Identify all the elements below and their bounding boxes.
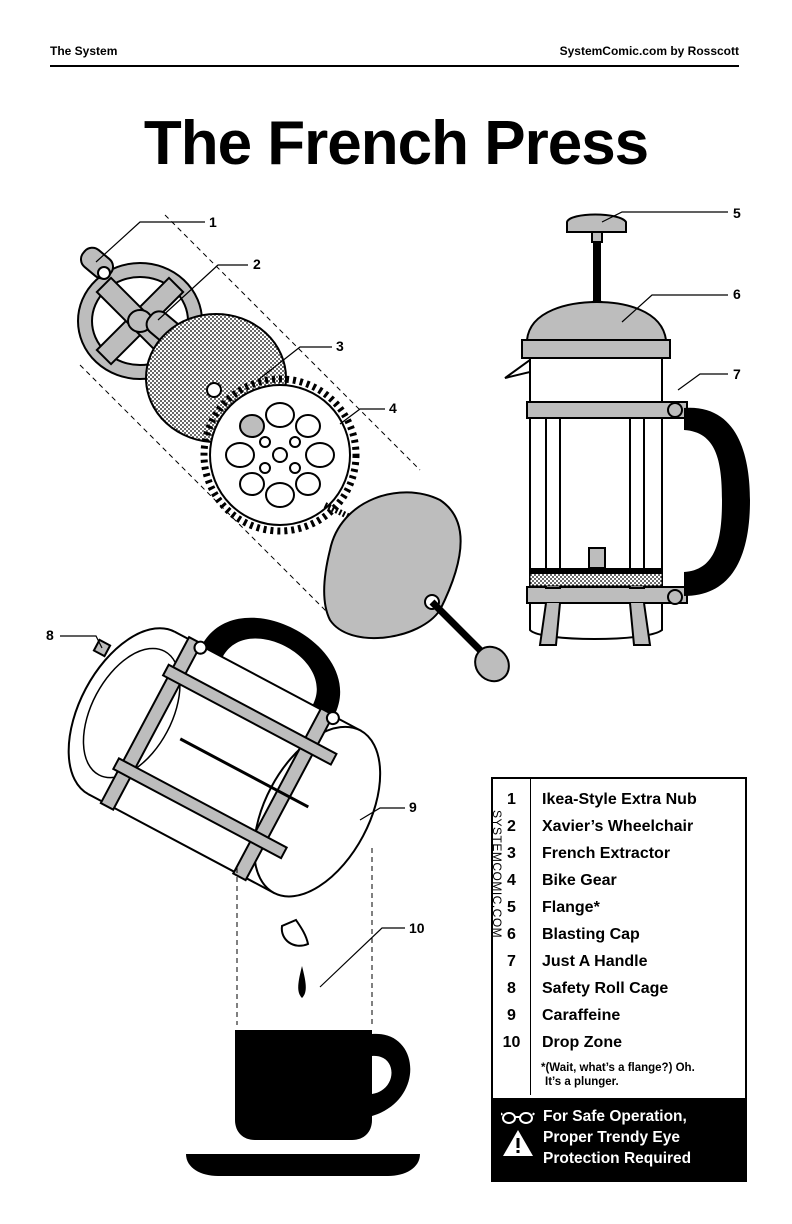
- legend-footnote: *(Wait, what’s a flange?) Oh. It’s a plu…: [541, 1061, 695, 1089]
- callout-10: 10: [409, 920, 425, 936]
- assembled-press: [504, 213, 750, 646]
- legend-label: Flange*: [542, 899, 600, 916]
- legend-num: 2: [507, 818, 516, 835]
- header-right: SystemComic.com by Rosscott: [559, 44, 739, 58]
- legend-row: 5 Flange*: [493, 895, 747, 922]
- callout-3: 3: [336, 338, 344, 354]
- legend-label: Bike Gear: [542, 872, 617, 889]
- legend-num: 8: [507, 980, 516, 997]
- warning-line-2: Proper Trendy Eye: [543, 1129, 680, 1146]
- callout-2: 2: [253, 256, 261, 272]
- warning-line-1: For Safe Operation,: [543, 1108, 687, 1125]
- legend-label: French Extractor: [542, 845, 671, 862]
- legend-row: 8 Safety Roll Cage: [493, 976, 747, 1003]
- callout-4: 4: [389, 400, 397, 416]
- page-title: The French Press: [143, 109, 649, 178]
- safety-warning: For Safe Operation, Proper Trendy Eye Pr…: [493, 1098, 745, 1180]
- legend-row: 3 French Extractor: [493, 841, 747, 868]
- legend-label: Safety Roll Cage: [542, 980, 669, 997]
- header-left: The System: [50, 44, 118, 58]
- footnote-line-1: *(Wait, what’s a flange?) Oh.: [541, 1062, 695, 1074]
- warning-icons: [501, 1112, 535, 1156]
- legend-num: 7: [507, 953, 516, 970]
- legend-num: 1: [507, 791, 516, 808]
- legend-num: 6: [507, 926, 516, 943]
- coffee-cup: [186, 1030, 420, 1176]
- legend-row: 9 Caraffeine: [493, 1003, 747, 1030]
- legend-label: Blasting Cap: [542, 926, 640, 943]
- legend-num: 4: [507, 872, 516, 889]
- warning-text: For Safe Operation, Proper Trendy Eye Pr…: [543, 1106, 691, 1169]
- legend-num: 3: [507, 845, 516, 862]
- callout-leaders: [60, 211, 728, 988]
- side-text: SYSTEMCOMIC.COM: [490, 810, 504, 939]
- legend-label: Drop Zone: [542, 1034, 622, 1051]
- callout-numbers: 1 2 3 4 5 6 7 8 9 10: [46, 205, 741, 936]
- gear-part: [200, 375, 360, 535]
- legend-num: 9: [507, 1007, 516, 1024]
- legend-row: 2 Xavier’s Wheelchair: [493, 814, 747, 841]
- legend-num: 5: [507, 899, 516, 916]
- dome-lid-part: [323, 491, 510, 683]
- legend-label: Just A Handle: [542, 953, 648, 970]
- callout-6: 6: [733, 286, 741, 302]
- legend-row: 1 Ikea-Style Extra Nub: [493, 787, 747, 814]
- warning-line-3: Protection Required: [543, 1150, 692, 1167]
- legend-label: Caraffeine: [542, 1007, 621, 1024]
- legend-box: 1 Ikea-Style Extra Nub 2 Xavier’s Wheelc…: [491, 777, 747, 1182]
- exploded-view: [77, 214, 510, 683]
- legend-row: 4 Bike Gear: [493, 868, 747, 895]
- callout-7: 7: [733, 366, 741, 382]
- callout-5: 5: [733, 205, 741, 221]
- footnote-line-2: It’s a plunger.: [545, 1076, 619, 1088]
- legend-label: Xavier’s Wheelchair: [542, 818, 694, 835]
- header-rule: [50, 65, 739, 67]
- warning-triangle-icon: [503, 1130, 533, 1156]
- legend-row: 7 Just A Handle: [493, 949, 747, 976]
- callout-9: 9: [409, 799, 417, 815]
- callout-8: 8: [46, 627, 54, 643]
- legend-row: 6 Blasting Cap: [493, 922, 747, 949]
- legend-label: Ikea-Style Extra Nub: [542, 791, 697, 808]
- pouring-press: [67, 617, 382, 898]
- callout-1: 1: [209, 214, 217, 230]
- legend-divider: [530, 779, 531, 1095]
- glasses-icon: [501, 1112, 535, 1124]
- legend-row: 10 Drop Zone: [493, 1030, 747, 1057]
- droplet-icon: [298, 966, 306, 998]
- legend-num: 10: [502, 1034, 521, 1051]
